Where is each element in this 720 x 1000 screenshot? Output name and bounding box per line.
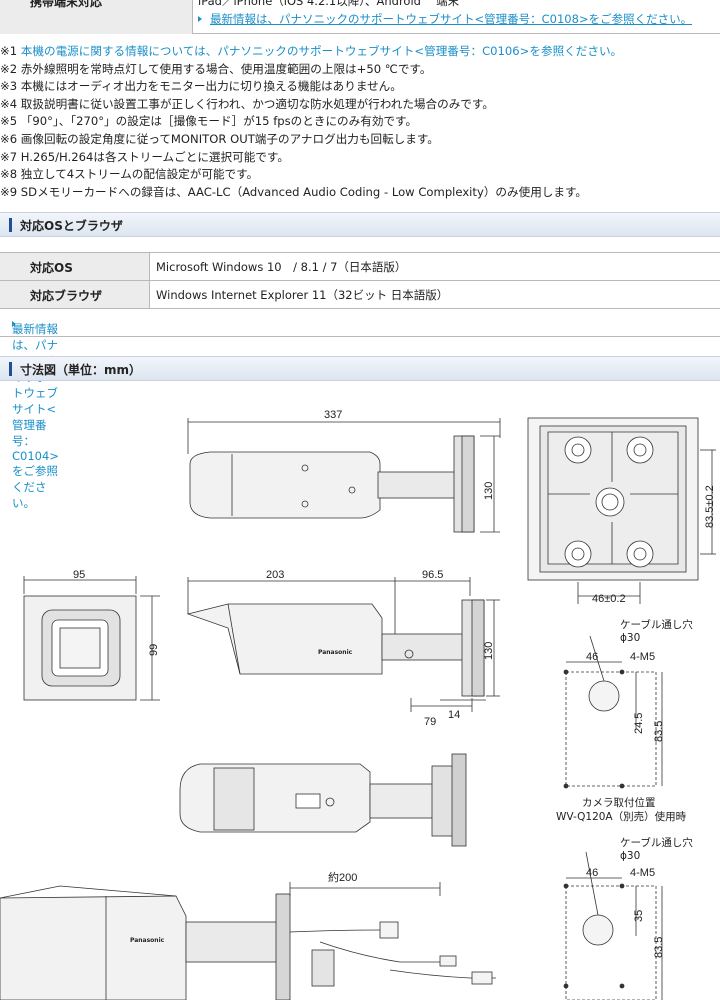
camera-body-side-2 <box>186 603 383 675</box>
support-link-text[interactable]: 最新情報は、パナソニックのサポートウェブサイト<管理番号：C0108>をご参照く… <box>210 12 693 26</box>
spec-header-cell: 携帯端末対応 <box>0 0 193 34</box>
table-row: 対応ブラウザ Windows Internet Explorer 11（32ビッ… <box>0 281 720 309</box>
footnote-7: ※7 H.265/H.264は各ストリームごとに選択可能です。 <box>0 149 720 167</box>
cable-hole-2 <box>582 914 614 946</box>
camera-body-bottom <box>0 895 187 1000</box>
section-title: 対応OSとブラウザ <box>20 219 123 233</box>
dim-35: 35 <box>633 910 645 922</box>
section-header-dimensions: 寸法図（単位：mm） <box>0 356 720 381</box>
dim-83-5-hole2: 83.5 <box>653 937 665 958</box>
arrow-right-icon <box>198 16 202 22</box>
spec-header-label: 携帯端末対応 <box>30 0 103 9</box>
dim-83-5-base: 83.5±0.2 <box>704 485 716 528</box>
footnote-mark: ※7 <box>0 149 18 164</box>
mount-model-label: WV-Q120A（別売）使用時 <box>556 810 687 823</box>
os-browser-table: 対応OS Microsoft Windows 10 / 8.1 / 7（日本語版… <box>0 252 720 510</box>
footnote-1[interactable]: ※1 本機の電源に関する情報については、パナソニックのサポートウェブサイト<管理… <box>0 43 720 61</box>
support-link-row[interactable]: 最新情報は、パナソニックのサポートウェブサイト<管理番号：C0104>をご参照く… <box>0 309 720 510</box>
cable-hole-1 <box>588 680 620 712</box>
footnote-mark: ※3 <box>0 79 18 94</box>
footnote-mark: ※4 <box>0 96 18 111</box>
section-marker <box>9 218 12 232</box>
footnote-5: ※5 「90°」、「270°」の設定は［撮像モード］が15 fpsのときにのみ有… <box>0 113 720 131</box>
cable-hole-label-1: ケーブル通し穴 <box>620 618 693 631</box>
row-header: 対応ブラウザ <box>0 281 150 308</box>
brand-logo-2: Panasonic <box>130 937 165 944</box>
table-row: 対応OS Microsoft Windows 10 / 8.1 / 7（日本語版… <box>0 253 720 281</box>
footnote-3: ※3 本機にはオーディオ出力をモニター出力に切り換える機能はありません。 <box>0 78 720 96</box>
row-value: Windows Internet Explorer 11（32ビット 日本語版） <box>156 288 449 302</box>
dimension-drawing: 337 130 83.5±0.2 46±0.2 95 99 203 96.5 1… <box>0 382 720 1000</box>
footnote-text: 赤外線照明を常時点灯して使用する場合、使用温度範囲の上限は+50 ℃です。 <box>20 61 432 76</box>
footnote-text: H.265/H.264は各ストリームごとに選択可能です。 <box>20 149 289 164</box>
cable-hole-diameter-2: ϕ30 <box>620 850 640 862</box>
dim-46-hole1: 46 <box>586 651 598 663</box>
footnote-text: SDメモリーカードへの録音は、AAC-LC（Advanced Audio Cod… <box>20 184 587 199</box>
footnote-mark: ※8 <box>0 167 18 182</box>
support-link-c0108[interactable]: 最新情報は、パナソニックのサポートウェブサイト<管理番号：C0108>をご参照く… <box>198 11 692 27</box>
camera-body-top-view <box>179 763 371 833</box>
footnote-mark: ※9 <box>0 184 18 199</box>
dim-46-base: 46±0.2 <box>592 593 626 605</box>
cable-hole-diameter-1: ϕ30 <box>620 632 640 644</box>
spec-value-text: iPad／iPhone（iOS 4.2.1以降）、Android™ 端末 <box>198 0 460 8</box>
footnote-text: 本機にはオーディオ出力をモニター出力に切り換える機能はありません。 <box>20 79 402 94</box>
dim-24-5: 24.5 <box>633 713 645 734</box>
footnote-mark: ※5 <box>0 114 18 129</box>
spec-table-mobile-row: 携帯端末対応 iPad／iPhone（iOS 4.2.1以降）、Android™… <box>0 0 720 34</box>
dim-79: 79 <box>424 716 436 728</box>
section-marker <box>9 362 12 376</box>
row-header: 対応OS <box>0 253 150 280</box>
footnote-6: ※6 画像回転の設定角度に従ってMONITOR OUT端子のアナログ出力も回転し… <box>0 131 720 149</box>
footnote-text: 取扱説明書に従い設置工事が正しく行われ、かつ適切な防水処理が行われた場合のみです… <box>20 96 494 111</box>
footnote-text: 独立して4ストリームの配信設定が可能です。 <box>20 167 259 182</box>
cable-hole-label-2: ケーブル通し穴 <box>620 836 693 849</box>
dim-130-mid: 130 <box>483 642 495 660</box>
dim-46-hole2: 46 <box>586 867 598 879</box>
footnote-mark: ※2 <box>0 61 18 76</box>
section-header-os: 対応OSとブラウザ <box>0 212 720 237</box>
footnote-9: ※9 SDメモリーカードへの録音は、AAC-LC（Advanced Audio … <box>0 184 720 202</box>
row-value: Microsoft Windows 10 / 8.1 / 7（日本語版） <box>156 260 407 274</box>
dim-130-top: 130 <box>483 482 495 500</box>
dim-200: 約200 <box>328 870 357 884</box>
camera-body-side <box>189 451 381 519</box>
spec-value-cell: iPad／iPhone（iOS 4.2.1以降）、Android™ 端末 最新情… <box>194 0 720 34</box>
footnotes-list: ※1 本機の電源に関する情報については、パナソニックのサポートウェブサイト<管理… <box>0 43 720 201</box>
footnote-mark: ※6 <box>0 131 18 146</box>
dimension-drawing-svg: 337 130 83.5±0.2 46±0.2 95 99 203 96.5 1… <box>0 409 716 1000</box>
dim-83-5-hole1: 83.5 <box>653 721 665 742</box>
arrow-right-icon <box>12 321 16 327</box>
dim-14: 14 <box>448 709 460 721</box>
brand-logo-1: Panasonic <box>318 649 353 656</box>
screw-spec-1: 4-M5 <box>630 651 655 663</box>
footnote-mark: ※1 <box>0 44 18 58</box>
dim-96-5: 96.5 <box>422 569 443 581</box>
footnote-text: 画像回転の設定角度に従ってMONITOR OUT端子のアナログ出力も回転します。 <box>20 131 439 146</box>
dim-337: 337 <box>324 409 342 421</box>
footnote-4: ※4 取扱説明書に従い設置工事が正しく行われ、かつ適切な防水処理が行われた場合の… <box>0 96 720 114</box>
dim-99: 99 <box>148 644 160 656</box>
footnote-text: 「90°」、「270°」の設定は［撮像モード］が15 fpsのときにのみ有効です… <box>20 114 418 129</box>
screw-spec-2: 4-M5 <box>630 867 655 879</box>
dim-95: 95 <box>73 569 85 581</box>
footnote-text[interactable]: 本機の電源に関する情報については、パナソニックのサポートウェブサイト<管理番号：… <box>20 44 623 58</box>
dim-203: 203 <box>266 569 284 581</box>
footnote-8: ※8 独立して4ストリームの配信設定が可能です。 <box>0 166 720 184</box>
section-title: 寸法図（単位：mm） <box>20 363 142 377</box>
mount-position-label: カメラ取付位置 <box>582 796 656 809</box>
footnote-2: ※2 赤外線照明を常時点灯して使用する場合、使用温度範囲の上限は+50 ℃です。 <box>0 61 720 79</box>
